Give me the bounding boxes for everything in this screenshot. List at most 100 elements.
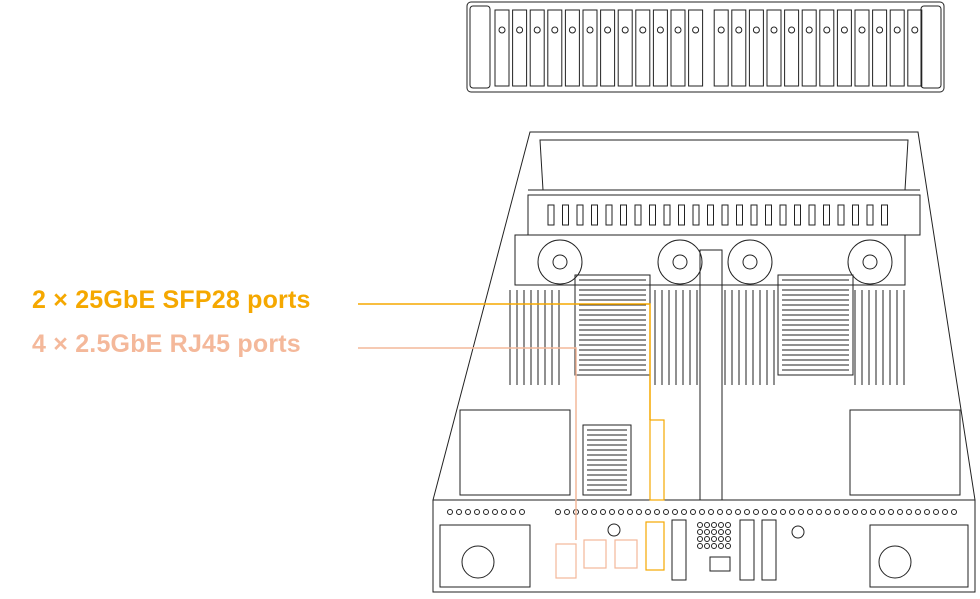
vent-hole	[744, 509, 750, 515]
front-panel	[466, 1, 945, 93]
drive-bay	[907, 9, 923, 87]
drive-bay	[635, 9, 651, 87]
drive-bay-latch	[498, 26, 506, 34]
backplane-connector	[721, 204, 729, 226]
vent-hole	[807, 509, 813, 515]
drive-bay-latch	[735, 26, 743, 34]
fan	[537, 239, 583, 285]
backplane-connector	[649, 204, 656, 226]
drive-bay-latch	[692, 26, 700, 34]
backplane-connector	[562, 204, 569, 226]
sfp28-callout-label: 2 × 25GbE SFP28 ports	[32, 286, 311, 314]
backplane-connector	[678, 204, 685, 226]
vent-hole	[609, 509, 615, 515]
drive-bay	[801, 9, 817, 87]
vent-hole	[726, 509, 732, 515]
vent-hole	[798, 509, 804, 515]
vent-hole	[735, 509, 741, 515]
fan-hub	[742, 254, 758, 270]
vent-hole	[725, 529, 731, 535]
vent-hole	[753, 509, 759, 515]
vent-hole	[510, 509, 516, 515]
drive-bay	[512, 9, 528, 87]
backplane-connector	[852, 204, 859, 226]
vent-hole	[718, 536, 724, 542]
backplane-connector	[620, 204, 627, 226]
sfp28-ports	[645, 419, 665, 571]
vent-hole	[591, 509, 597, 515]
vent-hole	[725, 543, 731, 549]
vent-hole	[636, 509, 642, 515]
backplane-connector	[576, 204, 584, 226]
backplane-connector	[794, 204, 801, 226]
vent-hole	[447, 509, 453, 515]
backplane-connector	[605, 204, 613, 226]
vent-hole	[861, 509, 867, 515]
backplane-connector	[736, 204, 743, 226]
drive-bay	[872, 9, 888, 87]
vent-hole	[933, 509, 939, 515]
drive-bay	[688, 9, 704, 87]
fan-hub	[672, 254, 688, 270]
vent-hole	[780, 509, 786, 515]
backplane-connector	[837, 204, 845, 226]
vent-hole	[708, 509, 714, 515]
vent-hole	[897, 509, 903, 515]
vent-hole	[924, 509, 930, 515]
vent-hole	[704, 536, 710, 542]
vent-hole	[704, 522, 710, 528]
vent-hole	[555, 509, 561, 515]
drive-bay-latch	[717, 26, 725, 34]
drive-bay	[819, 9, 835, 87]
fan-hub	[552, 254, 568, 270]
drive-bay	[748, 9, 764, 87]
vent-hole	[834, 509, 840, 515]
cpu-heatsink-right	[777, 274, 854, 376]
vent-hole	[852, 509, 858, 515]
drive-bay-latch	[858, 26, 866, 34]
drive-bay	[784, 9, 800, 87]
vent-hole	[843, 509, 849, 515]
drive-bay-latch	[639, 26, 647, 34]
drive-bay	[836, 9, 852, 87]
vent-hole	[942, 509, 948, 515]
vent-hole	[951, 509, 957, 515]
vent-hole	[456, 509, 462, 515]
drive-bay	[652, 9, 668, 87]
drive-bay	[889, 9, 905, 87]
drive-bay	[582, 9, 598, 87]
vent-hole	[645, 509, 651, 515]
backplane-connector	[634, 204, 642, 226]
drive-bay-latch	[805, 26, 813, 34]
vent-hole	[654, 509, 660, 515]
vent-hole	[711, 529, 717, 535]
vent-hole	[618, 509, 624, 515]
backplane-connector	[547, 204, 555, 226]
drive-bay-latch	[752, 26, 760, 34]
backplane-connector	[866, 204, 874, 226]
psu-left	[439, 524, 531, 588]
vent-hole	[888, 509, 894, 515]
drive-bay-latch	[656, 26, 664, 34]
drive-bay-latch	[770, 26, 778, 34]
drive-bay-latch	[788, 26, 796, 34]
backplane-connector	[663, 204, 671, 226]
drive-bay	[670, 9, 686, 87]
vent-hole	[915, 509, 921, 515]
drive-bay-latch	[533, 26, 541, 34]
drive-bay	[617, 9, 633, 87]
drive-bay	[547, 9, 563, 87]
vent-hole	[718, 522, 724, 528]
fan-hub	[862, 254, 878, 270]
drive-bay-latch	[586, 26, 594, 34]
drive-bay	[713, 9, 729, 87]
fan	[727, 239, 773, 285]
drive-bay-latch	[876, 26, 884, 34]
vent-hole	[697, 543, 703, 549]
rj45-leader-line	[358, 347, 577, 540]
backplane-connector	[765, 204, 772, 226]
drive-bay-latch	[893, 26, 901, 34]
rj45-callout-label: 4 × 2.5GbE RJ45 ports	[32, 330, 301, 358]
drive-bay-latch	[604, 26, 612, 34]
